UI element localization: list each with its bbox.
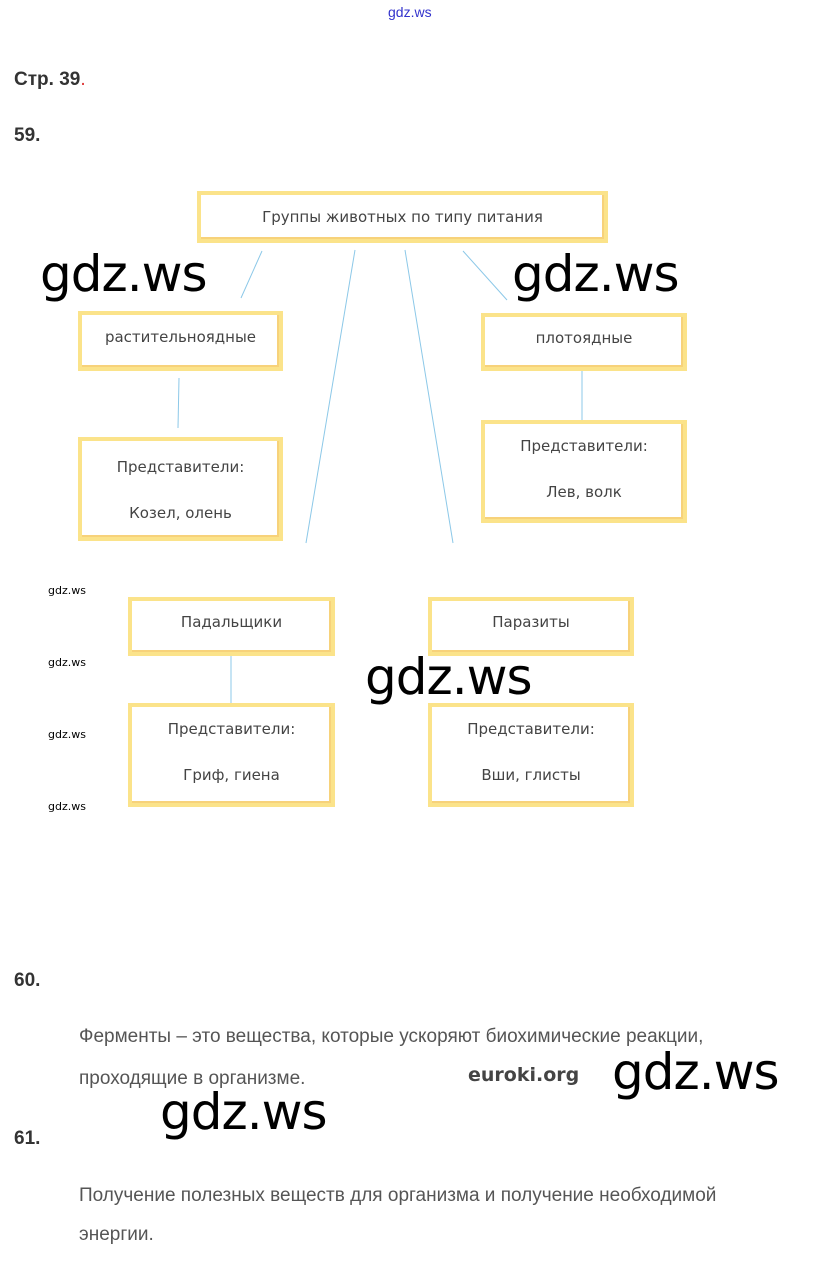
group-box-herbivores: растительноядные [78, 311, 283, 371]
watermark-large: gdz.ws [512, 245, 680, 303]
group-box-scavengers: Падальщики [128, 597, 335, 656]
group-label: Паразиты [492, 613, 570, 631]
root-label: Группы животных по типу питания [262, 208, 543, 226]
watermark-small: gdz.ws [48, 584, 86, 597]
task-60-line-1: Ферменты – это вещества, которые ускоряю… [79, 1026, 704, 1047]
group-label: плотоядные [535, 329, 633, 347]
reps-label: Представители: [167, 720, 296, 738]
connector-line [177, 377, 180, 429]
source-watermark: euroki.org [468, 1064, 580, 1086]
reps-box-parasites: Представители: Вши, глисты [428, 703, 634, 807]
reps-value: Козел, олень [129, 504, 232, 522]
group-label: растительноядные [104, 328, 257, 346]
reps-value: Лев, волк [546, 483, 622, 501]
page-ref-text: Стр. 39 [14, 69, 81, 90]
reps-label: Представители: [116, 458, 245, 476]
reps-box-carnivores: Представители: Лев, волк [481, 420, 687, 523]
reps-value: Вши, глисты [481, 766, 581, 784]
task-61-number: 61. [14, 1128, 41, 1149]
task-60-number: 60. [14, 970, 41, 991]
connector-line [404, 249, 454, 544]
reps-label: Представители: [520, 437, 648, 455]
task-59-number: 59. [14, 125, 41, 146]
root-box: Группы животных по типу питания [197, 191, 608, 243]
page-reference: Стр. 39. [14, 69, 86, 91]
page-ref-dot: . [80, 69, 86, 90]
watermark-small: gdz.ws [48, 656, 86, 669]
watermark-large: gdz.ws [40, 245, 208, 303]
connector-line [462, 250, 508, 301]
watermark-large: gdz.ws [160, 1083, 328, 1141]
group-box-carnivores: плотоядные [481, 313, 687, 371]
watermark-large: gdz.ws [612, 1043, 780, 1101]
task-61-line-1: Получение полезных веществ для организма… [79, 1185, 717, 1206]
connector-line [240, 250, 263, 299]
connector-line [305, 249, 356, 544]
reps-value: Гриф, гиена [183, 766, 280, 784]
watermark-small: gdz.ws [48, 728, 86, 741]
watermark-large: gdz.ws [365, 648, 533, 706]
reps-box-scavengers: Представители: Гриф, гиена [128, 703, 335, 807]
group-label: Падальщики [180, 613, 283, 631]
diagram-connectors [177, 249, 583, 703]
task-61-line-2: энергии. [79, 1224, 154, 1245]
reps-label: Представители: [467, 720, 595, 738]
site-link[interactable]: gdz.ws [388, 4, 432, 20]
reps-box-herbivores: Представители: Козел, олень [78, 437, 283, 541]
group-box-parasites: Паразиты [428, 597, 634, 656]
watermark-small: gdz.ws [48, 800, 86, 813]
task-60-line-2: проходящие в организме. [79, 1068, 306, 1089]
